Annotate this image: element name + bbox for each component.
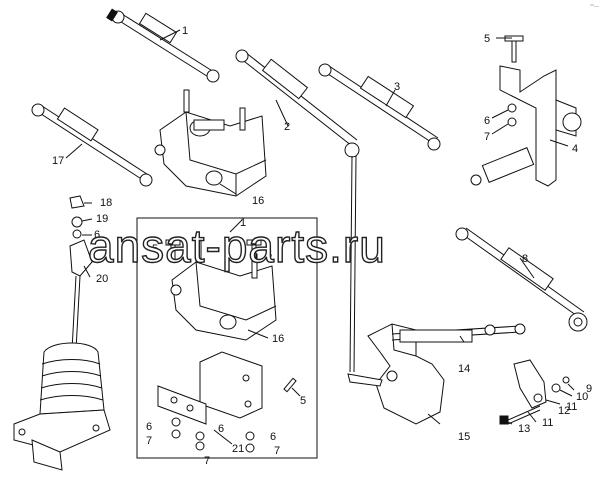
lever-20 — [69, 195, 93, 351]
gas-spring-1 — [106, 8, 220, 83]
callout-16-inset: 16 — [272, 333, 284, 345]
callout-17: 17 — [52, 155, 64, 167]
callout-19: 19 — [96, 213, 108, 225]
bracket-4 — [470, 35, 582, 187]
callout-1: 1 — [182, 25, 188, 37]
callout-5-inset-lower: 5 — [300, 395, 306, 407]
callout-labels: 1 2 3 4 5 6 7 8 9 10 11 11 12 13 14 15 1… — [52, 25, 592, 467]
inset-frame — [136, 217, 318, 459]
callout-18: 18 — [100, 197, 112, 209]
callout-12: 12 — [558, 405, 570, 417]
callout-1-inset: 1 — [240, 217, 246, 229]
callout-15: 15 — [458, 431, 470, 443]
callout-11-upper: 11 — [566, 401, 577, 413]
shift-boot — [13, 342, 111, 471]
callout-6-inset-mid: 6 — [218, 423, 224, 435]
callout-5-inset-right: 5 — [266, 249, 272, 261]
callout-7-inset-left: 7 — [146, 435, 152, 447]
callout-13: 13 — [518, 423, 530, 435]
gas-spring-17 — [31, 103, 153, 187]
callout-7-inset-mid: 7 — [204, 455, 210, 467]
fasteners — [165, 239, 297, 453]
plate-21 — [157, 351, 263, 425]
callout-14: 14 — [458, 363, 470, 375]
gas-spring-2 — [235, 49, 360, 158]
gas-spring-8 — [455, 227, 588, 332]
callout-9: 9 — [586, 383, 592, 395]
callout-21: 21 — [232, 443, 244, 455]
bracket-16-top — [154, 89, 267, 197]
callout-10: 10 — [576, 391, 588, 403]
callout-6-inset-right: 6 — [270, 431, 276, 443]
callout-20: 20 — [96, 273, 108, 285]
callout-16-top: 16 — [252, 195, 264, 207]
callout-4: 4 — [572, 143, 578, 155]
gas-spring-3 — [318, 63, 441, 151]
bracket-15 — [347, 155, 445, 425]
callout-8: 8 — [522, 253, 528, 265]
gas-spring-14 — [391, 323, 526, 343]
callout-11-lower: 11 — [542, 417, 553, 429]
callout-2: 2 — [284, 121, 290, 133]
watermark: ansat-parts.ru — [88, 220, 386, 272]
callout-3: 3 — [394, 81, 400, 93]
callout-7-inset-right: 7 — [274, 445, 280, 457]
callout-5-inset-left: 5 — [152, 243, 158, 255]
callout-7: 7 — [484, 131, 490, 143]
callout-6: 6 — [484, 115, 490, 127]
leader-lines — [65, 29, 575, 445]
callout-5: 5 — [484, 33, 490, 45]
corner-mark: °°— — [590, 4, 599, 10]
callout-6-lever: 6 — [94, 229, 100, 241]
callout-6-inset-left: 6 — [146, 421, 152, 433]
bracket-16-inset — [170, 237, 277, 341]
